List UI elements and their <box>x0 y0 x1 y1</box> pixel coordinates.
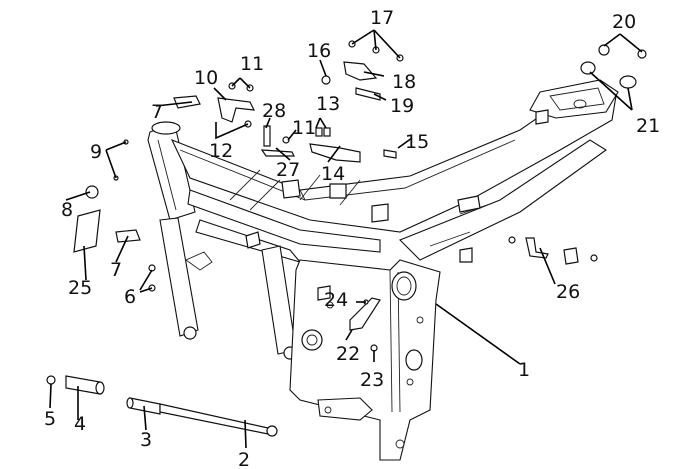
callout-19: 19 <box>390 95 414 117</box>
callout-3: 3 <box>140 429 152 451</box>
leader-lines <box>49 29 643 449</box>
callout-25: 25 <box>68 277 92 299</box>
callout-18: 18 <box>392 71 416 93</box>
callout-7-upper: 7 <box>151 101 163 123</box>
callout-27: 27 <box>276 159 300 181</box>
callout-20: 20 <box>612 11 636 33</box>
callout-4: 4 <box>74 413 86 435</box>
callout-13: 13 <box>316 93 340 115</box>
callout-14: 14 <box>321 163 345 185</box>
callout-11-upper: 11 <box>240 53 264 75</box>
callout-24: 24 <box>324 289 348 311</box>
callout-17: 17 <box>370 7 394 29</box>
callout-11-lower: 11 <box>292 117 316 139</box>
callout-1: 1 <box>518 359 530 381</box>
callout-6: 6 <box>124 286 136 308</box>
frame-part <box>147 79 619 461</box>
callout-7-lower: 7 <box>110 259 122 281</box>
callout-5: 5 <box>44 408 56 430</box>
callout-9: 9 <box>90 141 102 163</box>
callout-16: 16 <box>307 40 331 62</box>
callout-21: 21 <box>636 115 660 137</box>
callout-22: 22 <box>336 343 360 365</box>
callout-26: 26 <box>556 281 580 303</box>
callout-15: 15 <box>405 131 429 153</box>
loose-parts <box>46 40 647 437</box>
callout-2: 2 <box>238 449 250 469</box>
callout-10: 10 <box>194 67 218 89</box>
callout-28: 28 <box>262 100 286 122</box>
callout-23: 23 <box>360 369 384 391</box>
callout-8: 8 <box>61 199 73 221</box>
callout-12: 12 <box>209 140 233 162</box>
callout-labels: 1 2 3 4 5 6 7 7 8 9 10 11 11 12 13 14 15… <box>44 7 660 469</box>
